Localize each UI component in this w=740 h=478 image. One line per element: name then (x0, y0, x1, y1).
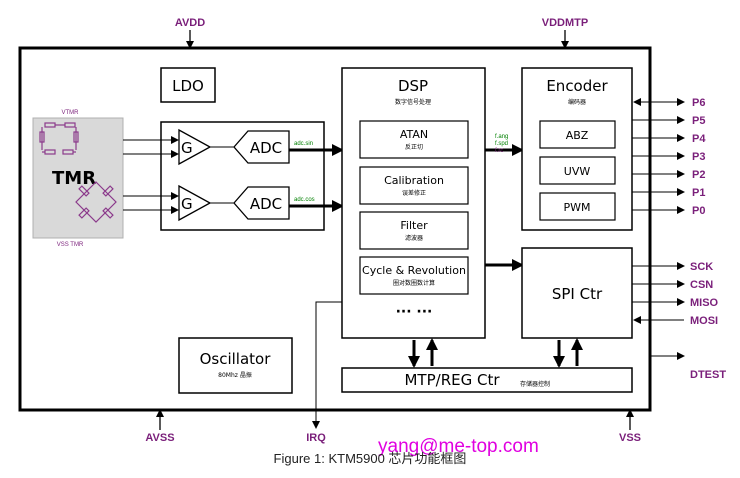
adc-sin-label: ADC (250, 139, 282, 157)
signal-f-spd: f.spd (495, 141, 508, 147)
adc-cos-label: ADC (250, 195, 282, 213)
figure-caption: Figure 1: KTM5900 芯片功能框图 (274, 451, 467, 466)
gain-amp-cos (178, 184, 212, 222)
gain-cos-label: G (181, 195, 193, 213)
signal-adc-sin: adc.sin (294, 141, 313, 147)
tmr-vtmr-label: VTMR (62, 110, 80, 116)
tmr-bridge-bottom-icon (75, 181, 117, 223)
cycle-subtitle: 圈对数圈数计算 (393, 279, 435, 287)
mtp-reg-subtitle: 存储器控制 (520, 380, 550, 388)
spi-block (521, 247, 633, 339)
atan-block (359, 120, 469, 159)
tmr-bridge-top-icon (39, 122, 79, 155)
pin-p3: P3 (692, 151, 705, 163)
pwm-label: PWM (563, 201, 590, 214)
gain-amp-sin (178, 128, 212, 166)
oscillator-title: Oscillator (200, 350, 272, 368)
oscillator-subtitle: 80Mhz 晶振 (218, 371, 252, 379)
chip-boundary (18, 46, 652, 412)
atan-title: ATAN (400, 128, 428, 141)
pin-irq: IRQ (306, 432, 326, 444)
tmr-vss-label: VSS TMR (57, 242, 84, 248)
encoder-title: Encoder (546, 77, 608, 95)
tmr-label: TMR (52, 168, 96, 189)
watermark-email: yang@me-top.com (378, 436, 539, 457)
calibration-title: Calibration (384, 174, 444, 187)
signal-f-rc: f.rc (495, 148, 503, 154)
adc-sin-block (233, 130, 290, 164)
abz-label: ABZ (566, 129, 589, 142)
calibration-block (359, 166, 469, 205)
pin-csn: CSN (690, 279, 713, 291)
pwm-block (539, 192, 616, 221)
adc-cos-block (233, 186, 290, 220)
gain-sin-label: G (181, 139, 193, 157)
pin-p1: P1 (692, 187, 705, 199)
mtp-reg-title: MTP/REG Ctr (404, 371, 500, 389)
ldo-block (160, 67, 216, 103)
pin-p4: P4 (692, 133, 706, 145)
pin-sck: SCK (690, 261, 713, 273)
pin-p5: P5 (692, 115, 705, 127)
pin-dtest: DTEST (690, 369, 726, 381)
spi-label: SPI Ctr (552, 285, 603, 303)
pin-p6: P6 (692, 97, 705, 109)
signal-adc-cos: adc.cos (294, 197, 315, 203)
filter-title: Filter (400, 219, 428, 232)
pin-avss: AVSS (145, 432, 174, 444)
signal-f-ang: f.ang (495, 134, 508, 140)
analog-frontend (160, 121, 325, 231)
encoder-subtitle: 编码器 (568, 98, 586, 106)
pin-avdd: AVDD (175, 17, 205, 29)
calibration-subtitle: 误差修正 (402, 189, 426, 197)
mtp-reg-block (341, 367, 633, 393)
dsp-more-ellipsis: ··· ··· (396, 304, 433, 320)
uvw-label: UVW (564, 165, 591, 178)
dsp-title: DSP (398, 77, 428, 95)
pin-vddmtp: VDDMTP (542, 17, 588, 29)
pin-p2: P2 (692, 169, 705, 181)
pin-p0: P0 (692, 205, 705, 217)
pin-miso: MISO (690, 297, 719, 309)
pin-mosi: MOSI (690, 315, 718, 327)
oscillator-block (178, 337, 293, 394)
cycle-title: Cycle & Revolution (362, 264, 466, 277)
pin-vss: VSS (619, 432, 641, 444)
filter-block (359, 211, 469, 250)
ldo-label: LDO (172, 77, 204, 95)
abz-block (539, 120, 616, 149)
dsp-subtitle: 数字信号处理 (395, 98, 431, 106)
filter-subtitle: 滤波器 (405, 234, 423, 242)
atan-subtitle: 反正切 (405, 143, 423, 151)
cycle-block (359, 256, 469, 295)
uvw-block (539, 156, 616, 185)
